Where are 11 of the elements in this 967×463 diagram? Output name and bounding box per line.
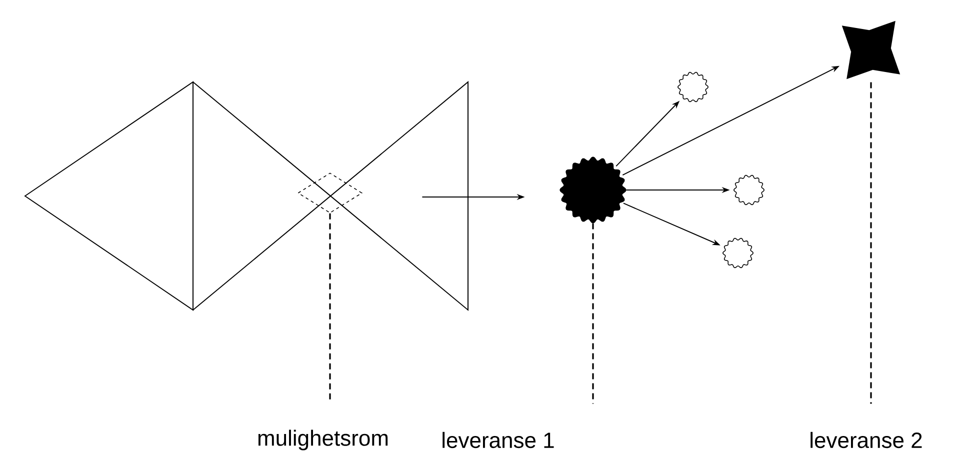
burst-shape xyxy=(722,238,754,268)
label-text: leveranse 2 xyxy=(810,432,922,448)
leader-line xyxy=(329,213,331,402)
star-shape xyxy=(842,20,900,80)
leader-line xyxy=(592,223,594,404)
burst-shape xyxy=(677,72,709,102)
burst-shape xyxy=(560,156,626,224)
burst-shape xyxy=(733,174,765,206)
label-text: mulighetsrom xyxy=(258,430,388,450)
leader-line xyxy=(870,82,872,404)
label-text: leveranse 1 xyxy=(442,432,554,448)
